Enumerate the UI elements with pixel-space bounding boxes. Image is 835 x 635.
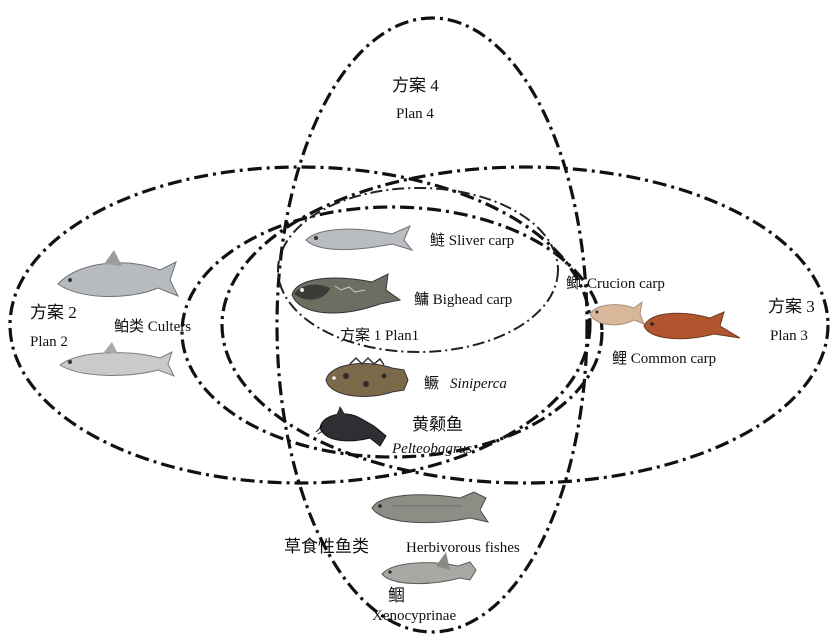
siniperca-icon — [326, 358, 408, 396]
bighead-carp-icon — [292, 274, 400, 313]
bighead-carp-label: 鳙 Bighead carp — [414, 290, 512, 308]
plan2-ellipse — [10, 167, 590, 483]
siniperca-cn: 鳜 — [424, 375, 439, 392]
plan2-label-en: Plan 2 — [30, 334, 68, 350]
crucian-carp-icon — [590, 302, 644, 325]
culter-fish-icon-2 — [60, 342, 174, 376]
xenocyprinae-icon — [382, 552, 476, 584]
pelteobagrus-en: Pelteobagrus — [391, 441, 472, 457]
plan2-label-cn: 方案 2 — [30, 303, 77, 322]
plan3-label-cn: 方案 3 — [768, 297, 815, 316]
plan4-label-cn: 方案 4 — [392, 76, 439, 95]
siniperca-en: Siniperca — [450, 376, 507, 392]
plan1-label: 方案 1 Plan1 — [340, 326, 419, 344]
common-carp-icon — [644, 312, 740, 339]
culter-fish-icon-1 — [58, 250, 178, 297]
herbivorous-en: Herbivorous fishes — [406, 540, 520, 556]
silver-carp-icon — [306, 226, 412, 250]
pelteobagrus-icon — [316, 406, 386, 446]
herbivorous-cn: 草食性鱼类 — [284, 537, 369, 556]
xenocyprinae-en: Xenocyprinae — [372, 608, 456, 624]
plan3-label-en: Plan 3 — [770, 328, 808, 344]
xenocyprinae-cn: 鲴 — [388, 586, 405, 605]
plan4-label-en: Plan 4 — [396, 106, 434, 122]
grass-carp-icon — [372, 492, 488, 523]
crucion-carp-cn: 鲫 — [566, 275, 581, 292]
crucion-carp-en: Crucion carp — [587, 276, 665, 292]
common-carp-label: 鲤 Common carp — [612, 350, 716, 367]
pelteobagrus-cn: 黄颡鱼 — [412, 415, 463, 434]
culters-label: 鲌类 Culters — [114, 317, 191, 335]
silver-carp-label: 鲢 Sliver carp — [430, 232, 514, 249]
